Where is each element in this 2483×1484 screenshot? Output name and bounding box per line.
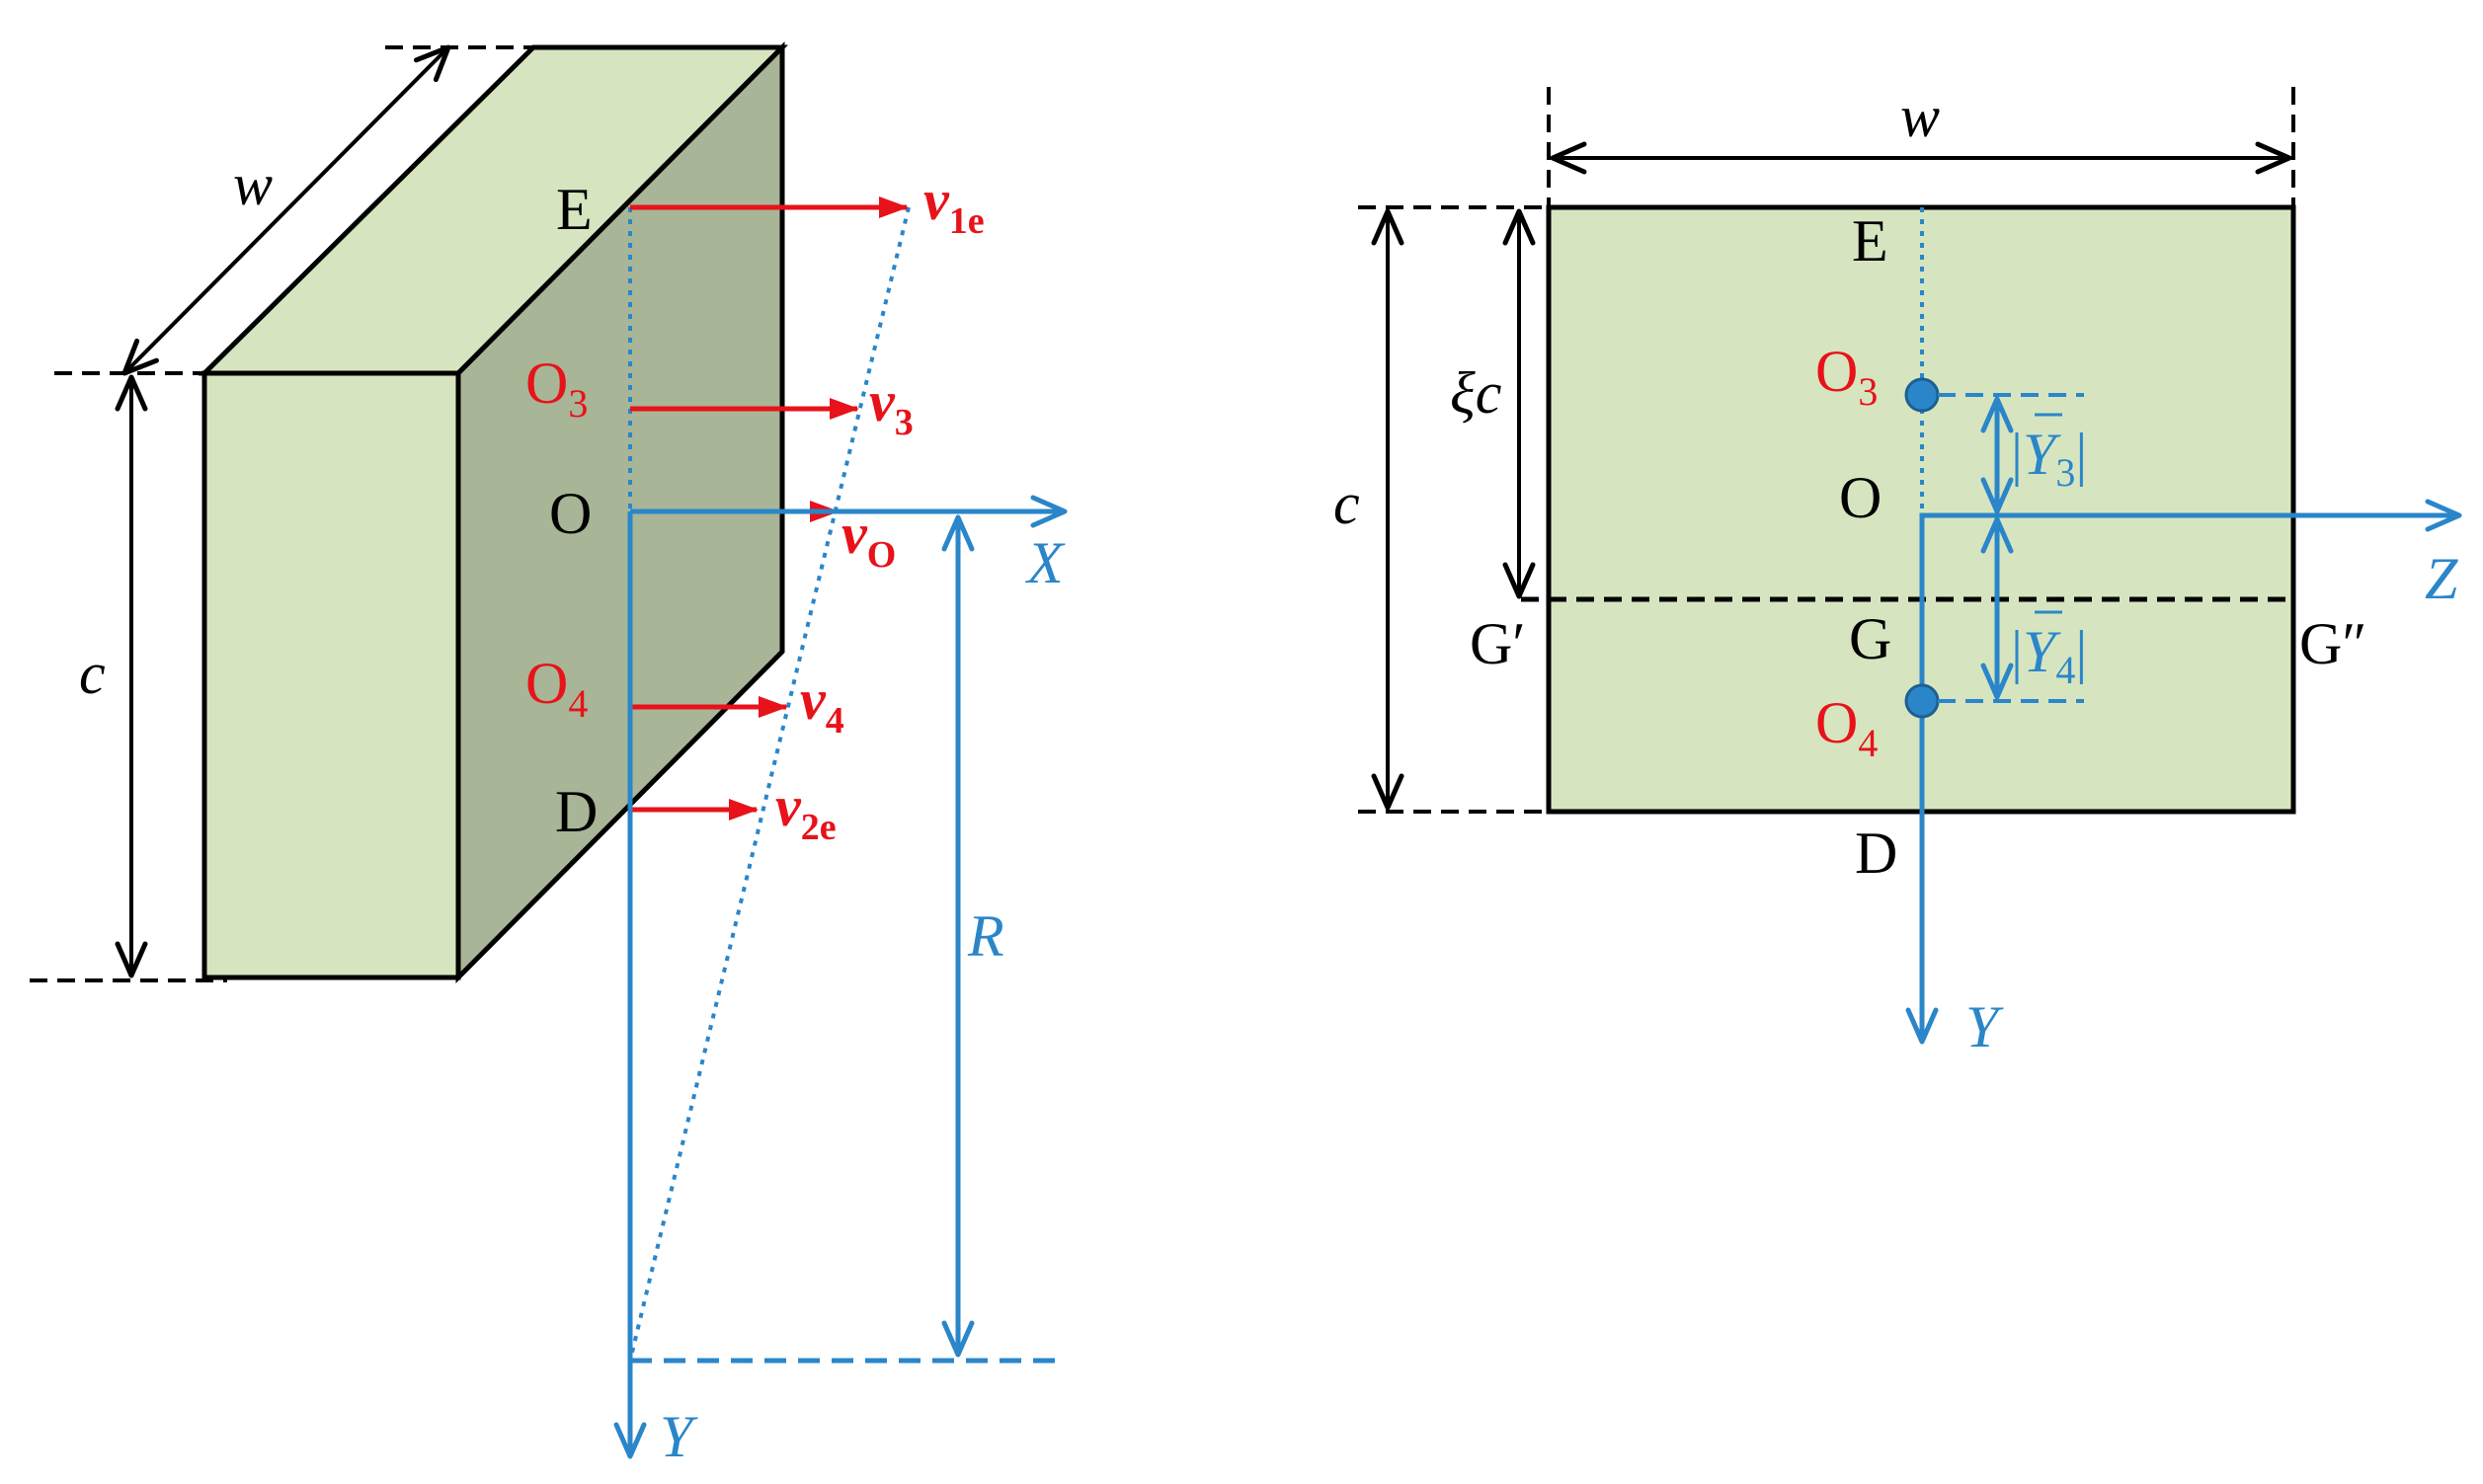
axis-Y-label-right: Y [1965,994,2004,1059]
point-G-dprime-label: G″ [2299,611,2366,676]
point-G-prime-label: G′ [1470,611,1525,676]
velocity-profile-line [628,206,911,1362]
point-D-label-right: D [1855,820,1897,886]
z-axis-arrow [1919,499,2462,701]
point-O-label: O [549,481,592,546]
axis-Y-label: Y [660,1404,698,1469]
point-O3-label-right: O3 [1815,339,1878,414]
vO-label: vO [841,502,896,576]
v1e-label: v1e [923,168,985,242]
point-O-label-right: O [1839,465,1882,530]
c-label-right: c [1333,471,1360,536]
block-front-face [201,370,461,980]
point-E-label: E [556,177,593,242]
xi-c-label: ξc [1450,360,1501,426]
c-label: c [79,641,106,706]
point-G-label: G [1849,606,1891,671]
point-E-label-right: E [1852,208,1888,273]
v4-label: v4 [800,667,844,742]
w-dimension-arrow [121,44,451,376]
radius-R-label: R [967,903,1004,969]
point-O3-dot [1904,377,1940,413]
left-view: w c E O D O3 O4 v1e v3 vO v4 v2e X [30,40,1068,1469]
point-D-label: D [555,779,598,844]
w-label-right: w [1900,84,1940,149]
point-O4-label-right: O4 [1815,690,1878,765]
point-O4-label: O4 [525,651,588,726]
axis-Z-label: Z [2425,546,2458,611]
w-label: w [233,152,273,217]
v2e-label: v2e [775,774,837,848]
abs-Y3-label: |Y3| [2011,422,2087,495]
point-O3-label: O3 [525,351,588,426]
v3-label: v3 [869,369,914,443]
right-view: w c ξc E O3 O G G′ G″ O4 D |Y3| |Y [1333,84,2462,1059]
abs-Y4-label: |Y4| [2011,619,2087,692]
axis-X-label: X [1025,530,1066,595]
point-O4-dot [1904,683,1940,719]
